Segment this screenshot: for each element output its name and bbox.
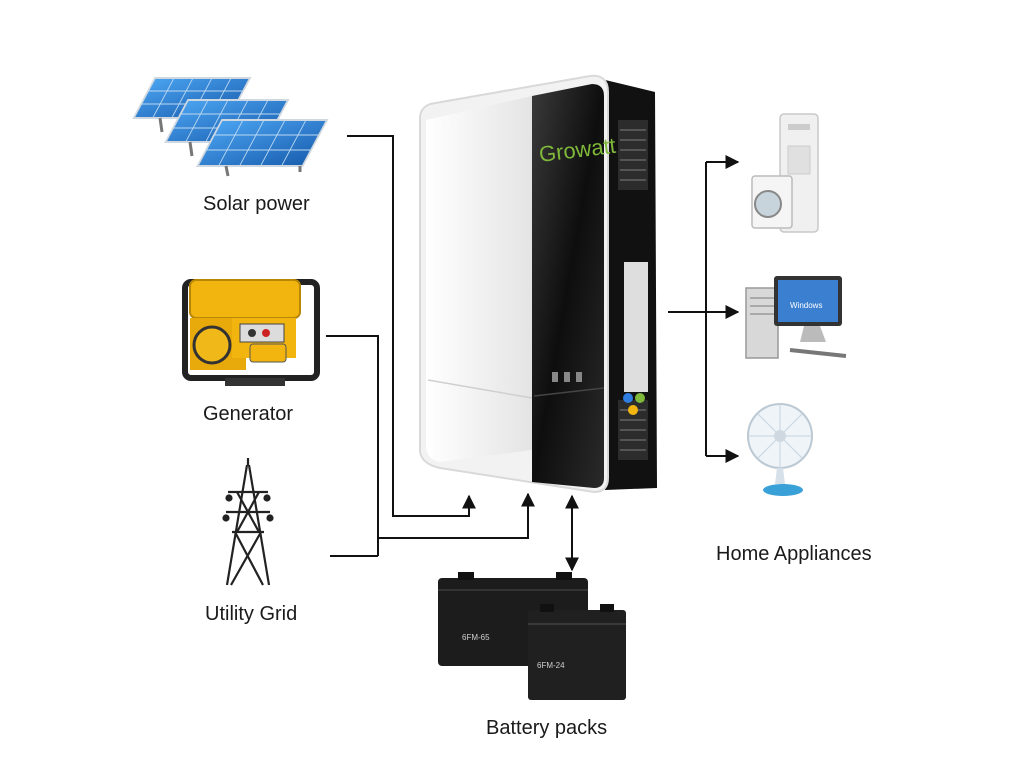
battery-tag-small: 6FM-24 bbox=[537, 661, 565, 670]
connection-lines bbox=[326, 135, 740, 572]
air-conditioner-washer-icon bbox=[751, 113, 819, 233]
electric-fan-icon bbox=[747, 403, 813, 496]
battery-icon: 6FM-65 6FM-24 bbox=[438, 572, 626, 700]
generator-grid-line bbox=[378, 492, 535, 539]
battery-packs-label: Battery packs bbox=[486, 717, 608, 739]
desktop-computer-icon: Windows bbox=[745, 276, 847, 359]
generator-label: Generator bbox=[203, 403, 294, 425]
generator-icon bbox=[182, 279, 320, 386]
solar-panel-icon bbox=[132, 77, 329, 177]
solar-line bbox=[347, 135, 476, 517]
generator-line bbox=[326, 335, 379, 556]
windows-screen-text: Windows bbox=[790, 301, 822, 310]
battery-tag-large: 6FM-65 bbox=[462, 633, 490, 642]
inverter-icon: Growatt bbox=[419, 74, 657, 494]
home-appliances-label: Home Appliances bbox=[716, 543, 872, 565]
power-tower-icon bbox=[222, 458, 274, 586]
solar-power-label: Solar power bbox=[203, 193, 310, 215]
utility-grid-label: Utility Grid bbox=[205, 603, 298, 625]
